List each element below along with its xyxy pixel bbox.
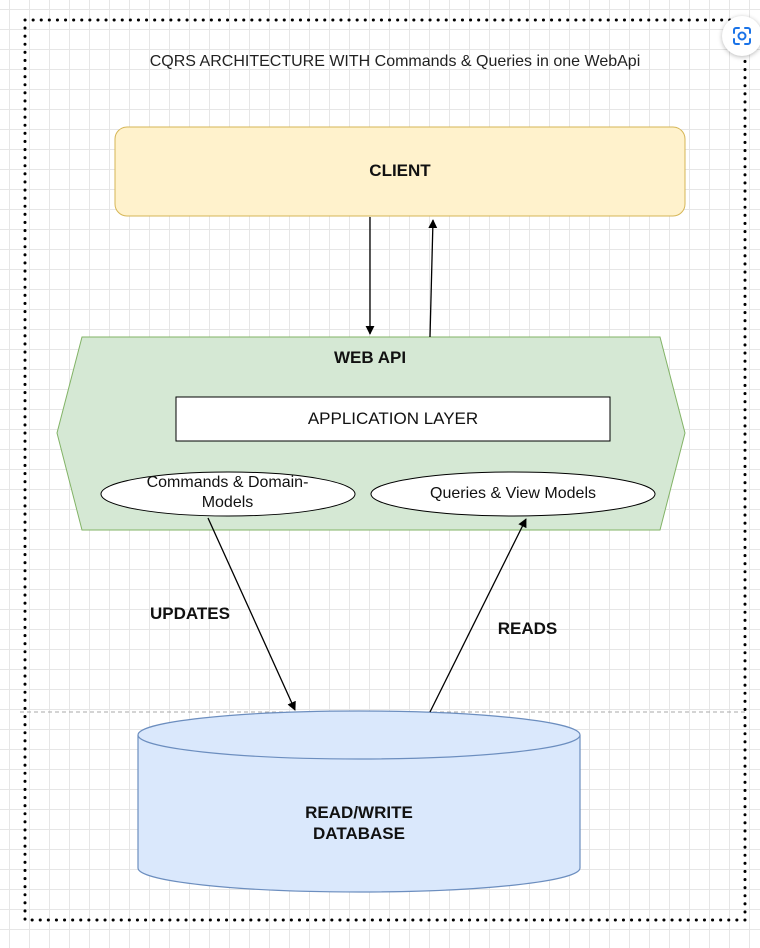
lens-scan-button[interactable] [722, 16, 760, 56]
reads-arrow [429, 518, 527, 713]
reads-label: READS [497, 619, 558, 638]
application-layer-label: APPLICATION LAYER [307, 409, 479, 429]
database-label: READ/WRITE DATABASE [305, 803, 413, 844]
client-label: CLIENT [369, 161, 431, 180]
commands-label: Commands & Domain- Models [146, 474, 309, 511]
lens-scan-icon [733, 27, 751, 45]
commands-ellipse[interactable] [100, 471, 356, 517]
web-api-label: WEB API [333, 348, 407, 367]
updates-label: UPDATES [150, 604, 230, 623]
database-cylinder[interactable] [137, 710, 581, 893]
diagram-title: CQRS ARCHITECTURE WITH Commands & Querie… [149, 53, 641, 70]
queries-ellipse[interactable] [370, 471, 656, 517]
updates-arrow [207, 517, 296, 711]
client-box[interactable] [114, 126, 686, 217]
webapi-to-client-arrow [428, 219, 438, 338]
application-layer-box[interactable] [175, 396, 611, 442]
queries-label: Queries & View Models [430, 485, 596, 502]
